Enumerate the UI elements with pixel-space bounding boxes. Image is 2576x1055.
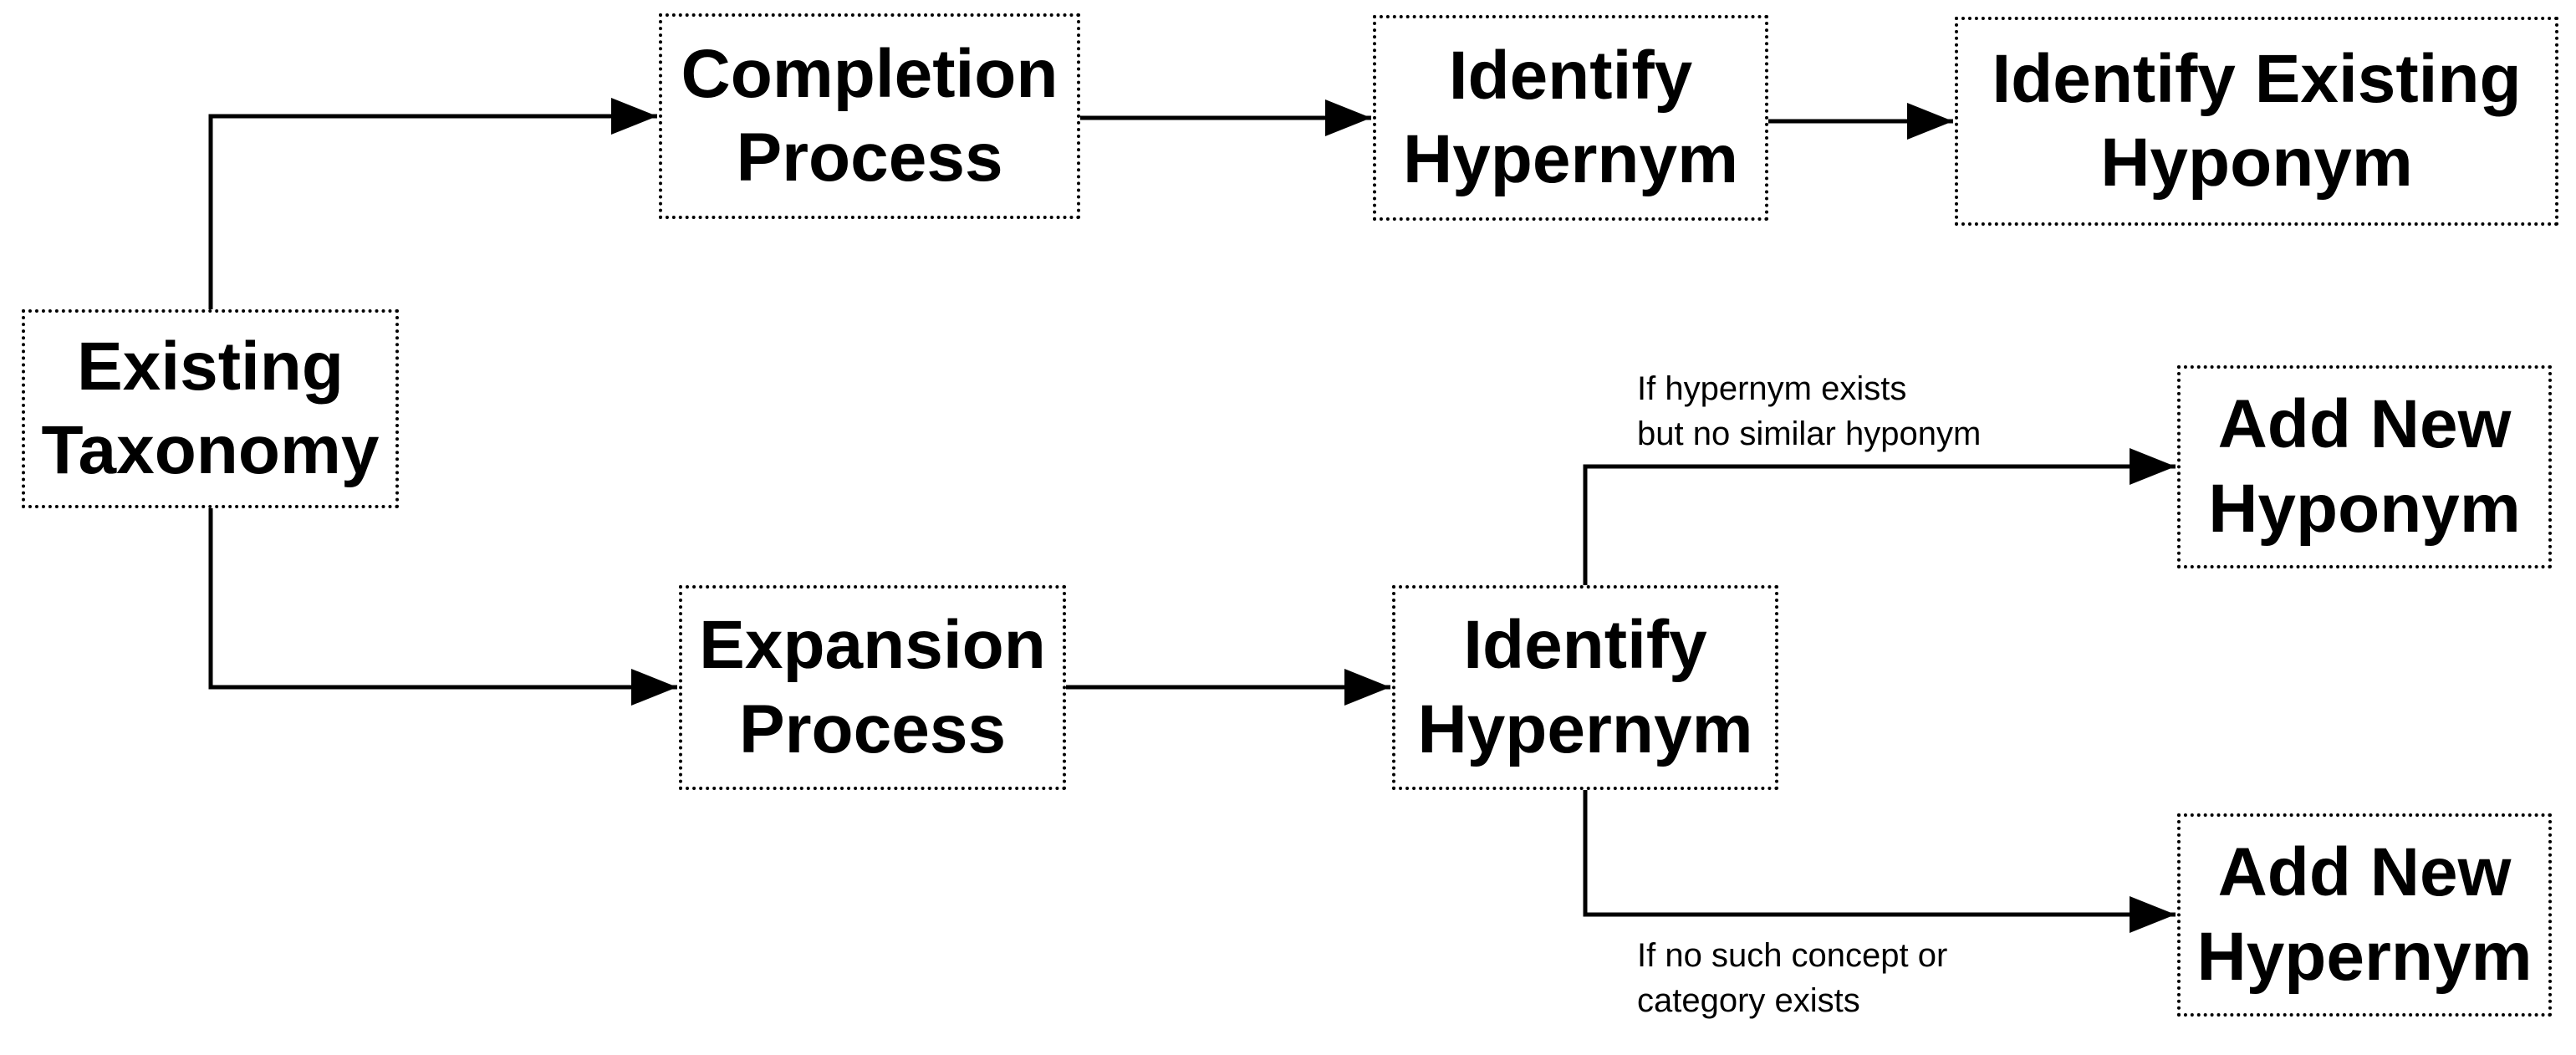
edge-label-hyponym-condition: If hypernym exists but no similar hypony…	[1637, 370, 1982, 452]
node-completion-process: Completion Process	[659, 13, 1080, 219]
connector-existing-to-expansion	[208, 508, 677, 706]
node-add-new-hypernym: Add New Hypernym	[2177, 813, 2552, 1017]
node-add-new-hyponym: Add New Hyponym	[2177, 365, 2552, 568]
node-existing-taxonomy: Existing Taxonomy	[22, 309, 399, 508]
edge-label-hypernym-condition: If no such concept or category exists	[1637, 937, 1948, 1019]
node-identify-existing-hyponym: Identify Existing Hyponym	[1955, 17, 2558, 226]
connector-identify-hypernym-to-add-hypernym	[1583, 790, 2176, 933]
node-expansion-process: Expansion Process	[679, 585, 1066, 790]
connector-identify-hypernym-to-add-hyponym	[1583, 448, 2176, 585]
node-identify-hypernym-completion: Identify Hypernym	[1373, 15, 1768, 221]
connector-existing-to-completion	[208, 98, 657, 309]
node-identify-hypernym-expansion: Identify Hypernym	[1392, 585, 1778, 790]
